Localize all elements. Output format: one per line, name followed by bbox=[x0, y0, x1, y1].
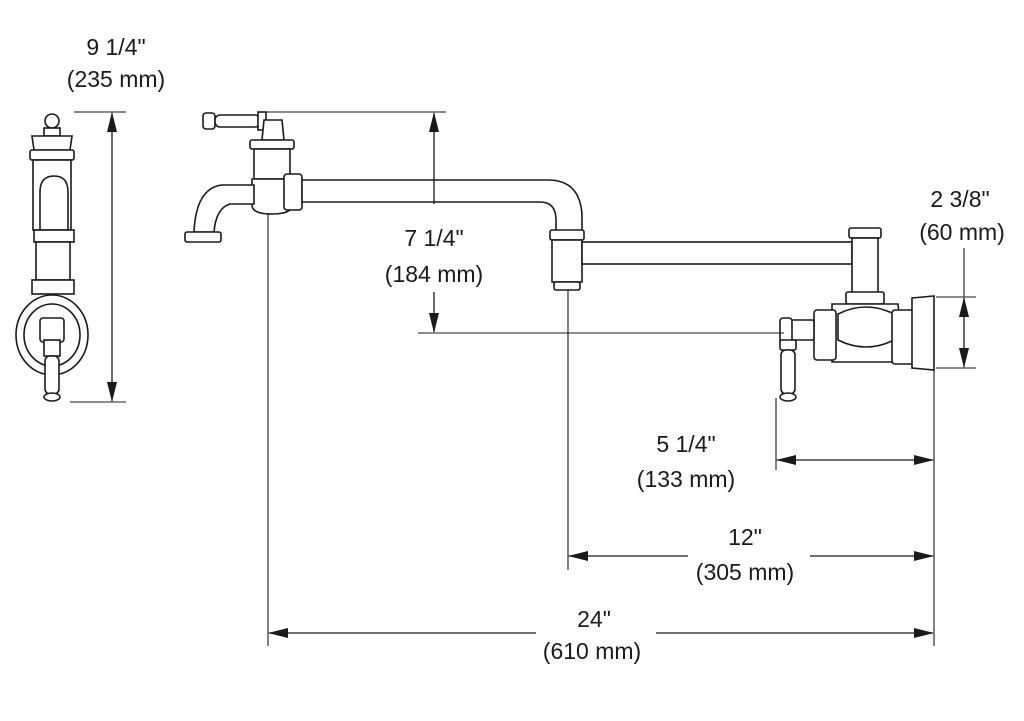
spout-height-in: 7 1/4" bbox=[404, 225, 463, 251]
flange-height-mm: (60 mm) bbox=[919, 219, 1005, 245]
valve-projection-mm: (133 mm) bbox=[637, 466, 735, 492]
faucet-side-view bbox=[15, 113, 89, 402]
valve-projection-dimension: 5 1/4" (133 mm) bbox=[637, 431, 934, 492]
flange-height-dimension: 2 3/8" (60 mm) bbox=[919, 186, 1005, 369]
overall-height-mm: (235 mm) bbox=[67, 66, 165, 92]
second-arm-in: 12" bbox=[728, 524, 762, 550]
faucet-front-view bbox=[184, 111, 935, 402]
overall-height-dimension: 9 1/4" (235 mm) bbox=[67, 34, 165, 403]
extension-lines bbox=[267, 214, 935, 646]
spout-height-mm: (184 mm) bbox=[385, 261, 483, 287]
spout-height-dimension: 7 1/4" (184 mm) bbox=[266, 111, 784, 334]
valve-projection-in: 5 1/4" bbox=[656, 431, 715, 457]
overall-height-in: 9 1/4" bbox=[86, 34, 145, 60]
second-arm-mm: (305 mm) bbox=[696, 559, 794, 585]
flange-height-in: 2 3/8" bbox=[930, 186, 989, 212]
second-arm-dimension: 12" (305 mm) bbox=[568, 524, 934, 585]
total-reach-in: 24" bbox=[577, 606, 611, 632]
total-reach-dimension: 24" (610 mm) bbox=[268, 606, 934, 664]
total-reach-mm: (610 mm) bbox=[543, 638, 641, 664]
